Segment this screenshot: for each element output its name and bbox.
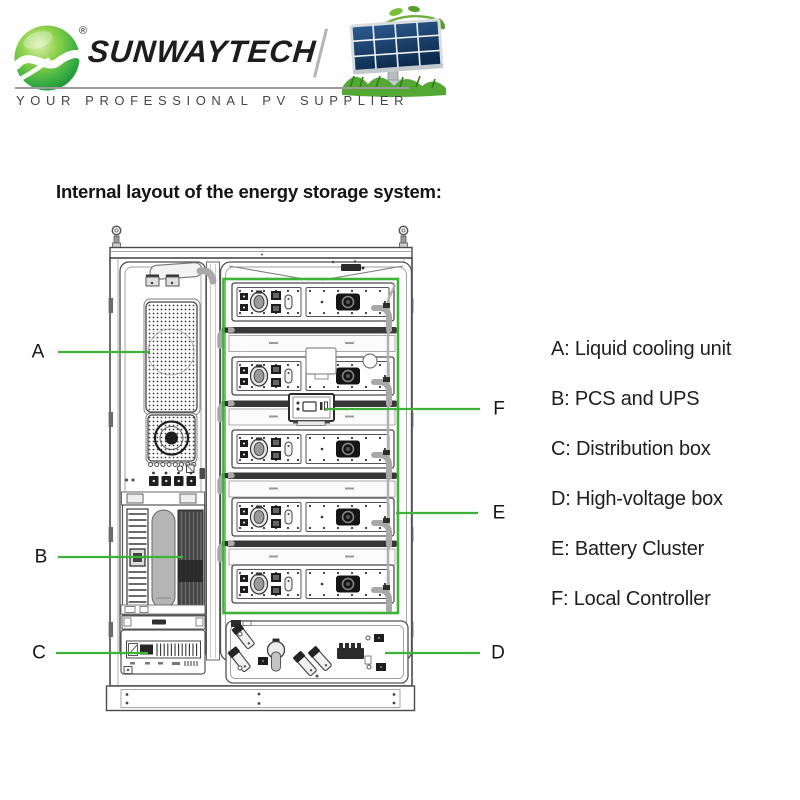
callout-leader-lines [56, 350, 480, 655]
callout-letter-f: F [493, 398, 505, 420]
legend-item-e: E: Battery Cluster [551, 538, 705, 560]
callout-letter-d: D [491, 642, 505, 664]
battery-module-3 [231, 429, 395, 469]
brand-globe-icon [12, 25, 85, 91]
callout-letter-a: A [31, 341, 45, 363]
battery-cluster-outline [222, 277, 400, 615]
legend-item-a: A: Liquid cooling unit [551, 338, 732, 360]
battery-module-5 [231, 564, 395, 604]
battery-module-4 [231, 497, 395, 537]
callout-letter-b: B [34, 546, 48, 568]
legend-item-f: F: Local Controller [551, 588, 711, 610]
section-title: Internal layout of the energy storage sy… [56, 181, 442, 202]
registered-trademark: ® [79, 25, 88, 37]
header-divider [15, 87, 409, 89]
battery-compartment [217, 260, 413, 662]
callout-letter-e: E [492, 502, 506, 524]
legend-item-d: D: High-voltage box [551, 488, 723, 510]
callout-letter-c: C [32, 642, 46, 664]
local-controller [288, 393, 335, 426]
distribution-box [120, 629, 206, 675]
pcs-ups-section [120, 504, 206, 630]
coolant-pipes [217, 303, 392, 613]
battery-module-1 [231, 282, 395, 322]
high-voltage-box [225, 620, 409, 684]
legend-item-c: C: Distribution box [551, 438, 711, 460]
brand-tagline: YOUR PROFESSIONAL PV SUPPLIER [16, 93, 410, 108]
legend: A: Liquid cooling unit B: PCS and UPS C:… [551, 338, 731, 611]
center-divider [206, 261, 220, 661]
legend-item-b: B: PCS and UPS [551, 388, 700, 410]
